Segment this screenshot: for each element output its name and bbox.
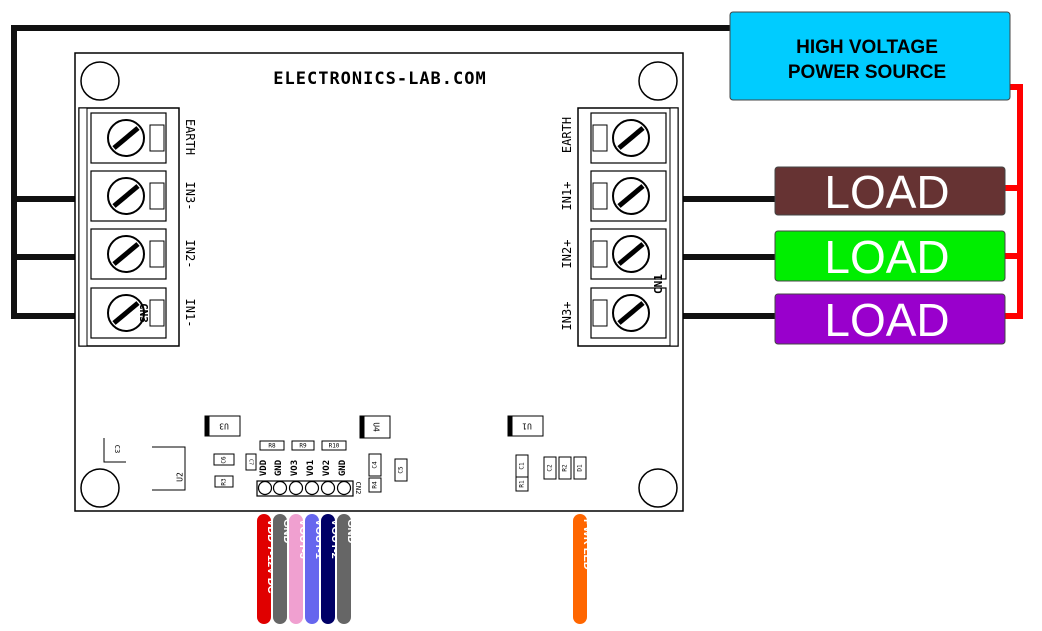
screw-terminal [590,287,667,339]
resistor-r10: R10 [321,440,347,451]
svg-text:R8: R8 [268,443,276,450]
pin-label-right-earth: EARTH [560,117,574,153]
svg-text:C4: C4 [372,461,379,469]
load-1: LOAD [774,166,1006,218]
screw-terminal [90,170,167,222]
header-cn2: VDD GND VO3 VO1 VO2 GND CN2 [256,459,362,497]
mounting-hole [638,468,678,508]
screw-terminal [590,228,667,280]
pin-label-left-in3: IN3- [183,182,197,211]
resistor-r1: R1 [515,476,529,492]
svg-text:R9: R9 [299,443,307,450]
smd-components: U3 U4 U1 U2 C3 C6 [103,415,587,493]
svg-text:R3: R3 [221,478,228,486]
terminal-ref-cn1: CN1 [652,274,665,294]
resistor-r4: R4 [368,477,382,493]
svg-text:C5: C5 [398,466,405,474]
header-pin-vdd: VDD [259,459,269,476]
header-pin-gnd2: GND [338,459,348,476]
power-source: HIGH VOLTAGE POWER SOURCE [729,11,1011,101]
terminal-ref-cn3: CN3 [137,303,150,323]
load-3: LOAD [774,293,1006,346]
mounting-holes [80,61,678,508]
header-pin-vo2: VO2 [322,460,332,476]
svg-text:U1: U1 [522,422,532,431]
load-2-label: LOAD [824,231,949,283]
svg-text:R10: R10 [329,443,340,450]
screw-terminal [590,170,667,222]
cap-c3: C3 [103,438,126,463]
wire-tag-gnd2: GND [345,519,357,544]
svg-text:D1: D1 [577,464,584,472]
pwr-led-tag-text: PWR LED [581,519,593,570]
cap-c4: C4 [368,453,382,477]
mounting-hole [80,61,120,101]
svg-text:U3: U3 [219,422,229,431]
cap-c2: C2 [543,456,557,480]
load-1-label: LOAD [824,166,949,218]
mounting-hole [80,468,120,508]
ic-u1: U1 [507,415,544,437]
header-pin-vo3: VO3 [290,460,300,476]
resistor-r2: R2 [558,456,572,480]
power-source-line2: POWER SOURCE [788,62,946,83]
pin-label-left-earth: EARTH [183,119,197,155]
cap-c1: C1 [515,454,529,478]
screw-terminal [90,112,167,164]
pin-label-left-in2: IN2- [183,240,197,269]
resistor-r9: R9 [291,440,315,451]
svg-text:C3: C3 [113,445,121,453]
svg-text:U4: U4 [372,422,381,432]
pin-label-left-in1: IN1- [183,299,197,328]
pin-label-right-in3: IN3+ [560,302,574,331]
header-pin-vo1: VO1 [306,460,316,476]
screw-terminal [90,287,167,339]
svg-text:R1: R1 [519,480,526,488]
mounting-hole [638,61,678,101]
wire-tags: VDD 7-12V DC GND VOUT-3 VOUT-1 VOUT-2 GN… [257,514,357,624]
screw-terminal [590,112,667,164]
ic-u2: U2 [152,446,186,491]
power-source-line1: HIGH VOLTAGE [796,37,938,58]
svg-text:R4: R4 [372,481,379,489]
svg-text:C7: C7 [248,459,254,465]
terminal-block-left: CN3 EARTH IN3- IN2- IN1- [78,107,197,347]
led-d1: D1 [573,456,587,480]
screw-terminal [90,228,167,280]
hot-wires [1005,84,1023,319]
header-pin-gnd: GND [274,459,284,476]
cap-c6: C6 [213,453,235,466]
svg-text:C6: C6 [221,456,228,464]
cap-c7: C7 [245,453,257,471]
header-ref-cn2: CN2 [354,482,362,495]
load-3-label: LOAD [824,294,949,346]
svg-text:U2: U2 [176,472,185,482]
ic-u3: U3 [204,415,241,437]
pin-label-right-in1: IN1+ [560,182,574,211]
ic-u4: U4 [359,415,391,439]
resistor-r8: R8 [259,440,285,451]
pin-label-right-in2: IN2+ [560,240,574,269]
cap-c5: C5 [394,458,408,482]
terminal-block-right: CN1 EARTH IN1+ IN2+ IN3+ [560,107,679,347]
load-2: LOAD [774,230,1006,283]
svg-text:R2: R2 [562,464,569,472]
pwr-led-tag: PWR LED [573,514,593,624]
svg-text:C1: C1 [519,462,526,470]
svg-text:C2: C2 [547,464,554,472]
board-title: ELECTRONICS-LAB.COM [273,69,486,89]
resistor-r3: R3 [214,475,234,488]
